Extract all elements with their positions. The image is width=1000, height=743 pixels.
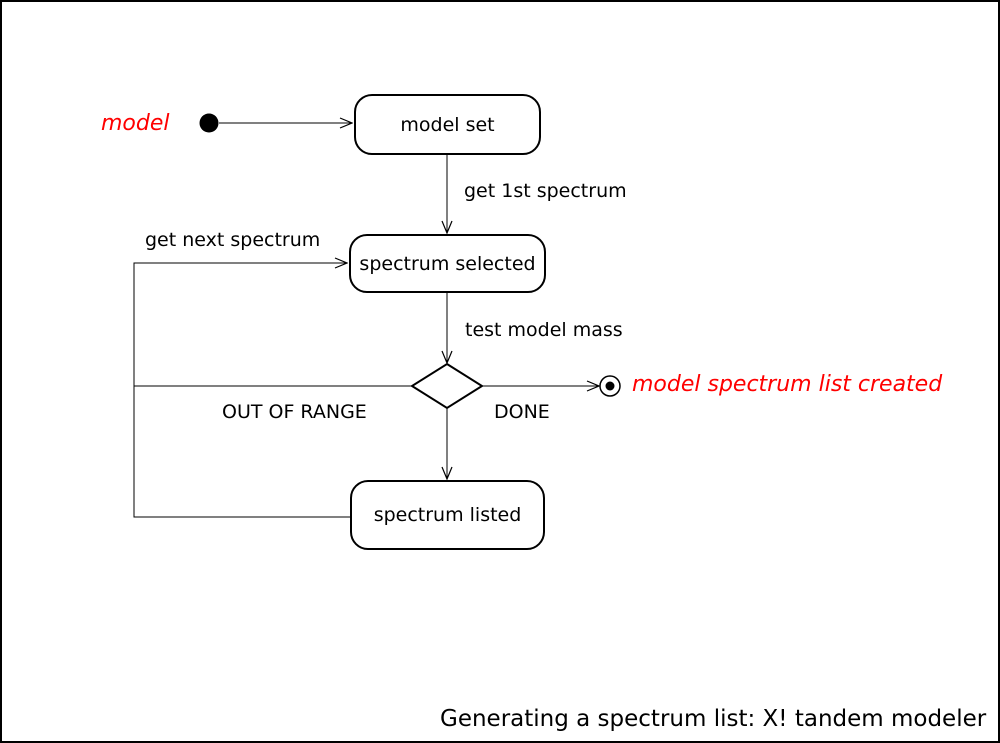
diagram-caption: Generating a spectrum list: X! tandem mo… (440, 706, 987, 732)
edge-label-test-model-mass: test model mass (465, 319, 623, 341)
start-node-icon (199, 113, 219, 133)
activity-node-model-set: model set (354, 94, 541, 155)
edge-label-get-first-spectrum: get 1st spectrum (464, 180, 627, 202)
edge-label-get-next-spectrum: get next spectrum (145, 229, 321, 251)
edge-label-out-of-range: OUT OF RANGE (222, 401, 367, 423)
node-label: model set (400, 113, 495, 136)
end-annotation: model spectrum list created (632, 372, 943, 397)
node-label: spectrum listed (373, 504, 522, 526)
activity-node-spectrum-listed: spectrum listed (350, 480, 545, 550)
activity-node-spectrum-selected: spectrum selected (349, 234, 546, 293)
node-label: spectrum selected (359, 252, 536, 275)
decision-diamond (410, 362, 484, 410)
edge-label-done: DONE (494, 401, 550, 423)
start-annotation: model (101, 111, 170, 136)
end-node-inner-dot (605, 381, 615, 391)
edge-get-next-spectrum-loop (133, 263, 350, 518)
